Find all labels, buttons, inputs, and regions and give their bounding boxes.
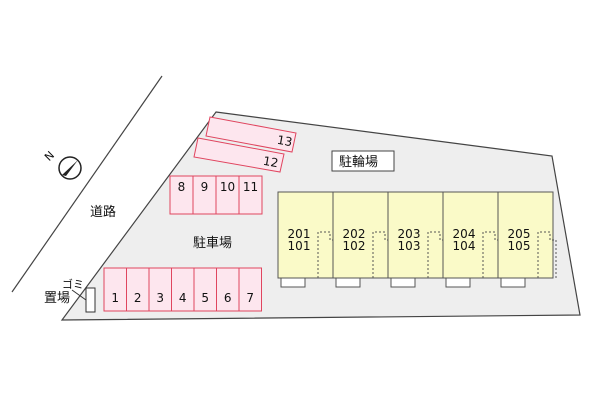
parking-slot-number: 7 bbox=[246, 291, 254, 305]
apartment-unit bbox=[332, 191, 389, 279]
utility-box bbox=[445, 277, 471, 288]
unit-number-upper: 205 bbox=[508, 227, 531, 241]
parking-slot-number: 9 bbox=[201, 180, 209, 194]
garbage-label-top: ゴミ bbox=[62, 277, 84, 291]
parking-label: 駐車場 bbox=[193, 236, 232, 251]
apartment-unit bbox=[497, 191, 554, 279]
utility-box bbox=[335, 277, 361, 288]
utility-box bbox=[280, 277, 306, 288]
garbage-area: ゴミ 置場 bbox=[44, 277, 96, 313]
bicycle-parking-label: 駐輪場 bbox=[339, 154, 378, 170]
garbage-label-bottom: 置場 bbox=[44, 291, 70, 306]
unit-number-upper: 201 bbox=[288, 227, 311, 241]
parking-slot bbox=[238, 175, 263, 215]
garbage-box bbox=[85, 287, 96, 313]
unit-stair-outline bbox=[427, 231, 447, 278]
unit-stair-outline bbox=[537, 231, 557, 278]
parking-slot-number: 3 bbox=[156, 291, 164, 305]
parking-slots-top: 8 9 10 11 bbox=[169, 175, 263, 215]
garbage-pointer-line bbox=[71, 289, 87, 301]
parking-slot-number: 4 bbox=[179, 291, 187, 305]
compass-needle-icon bbox=[62, 160, 78, 176]
unit-stair-outline bbox=[317, 231, 337, 278]
parking-slot-number: 11 bbox=[243, 180, 258, 194]
utility-box bbox=[390, 277, 416, 288]
parking-slot-number: 13 bbox=[276, 133, 293, 149]
unit-number-lower: 101 bbox=[288, 239, 311, 253]
compass: N bbox=[42, 149, 82, 180]
unit-number-upper: 202 bbox=[343, 227, 366, 241]
parking-slot-number: 5 bbox=[201, 291, 209, 305]
parking-slot-number: 10 bbox=[220, 180, 235, 194]
parking-slot-number: 12 bbox=[262, 154, 279, 170]
unit-stair-outline bbox=[482, 231, 502, 278]
compass-letter: N bbox=[42, 149, 57, 164]
parking-slot bbox=[205, 116, 297, 153]
unit-number-upper: 203 bbox=[398, 227, 421, 241]
road-label: 道路 bbox=[90, 204, 116, 220]
parking-slot bbox=[193, 137, 285, 173]
road-boundary-line bbox=[11, 75, 163, 293]
unit-number-lower: 104 bbox=[453, 239, 476, 253]
unit-number-lower: 105 bbox=[508, 239, 531, 253]
parking-slot bbox=[238, 267, 262, 312]
parking-slot-number: 6 bbox=[224, 291, 232, 305]
unit-stair-outline bbox=[372, 231, 392, 278]
unit-number-lower: 102 bbox=[343, 239, 366, 253]
unit-number-lower: 103 bbox=[398, 239, 421, 253]
bicycle-parking-label-box bbox=[331, 150, 395, 172]
utility-box bbox=[500, 277, 526, 288]
parking-slot-number: 2 bbox=[134, 291, 142, 305]
unit-number-upper: 204 bbox=[453, 227, 476, 241]
parking-slot-number: 1 bbox=[111, 291, 119, 305]
parking-slot-number: 8 bbox=[178, 180, 186, 194]
